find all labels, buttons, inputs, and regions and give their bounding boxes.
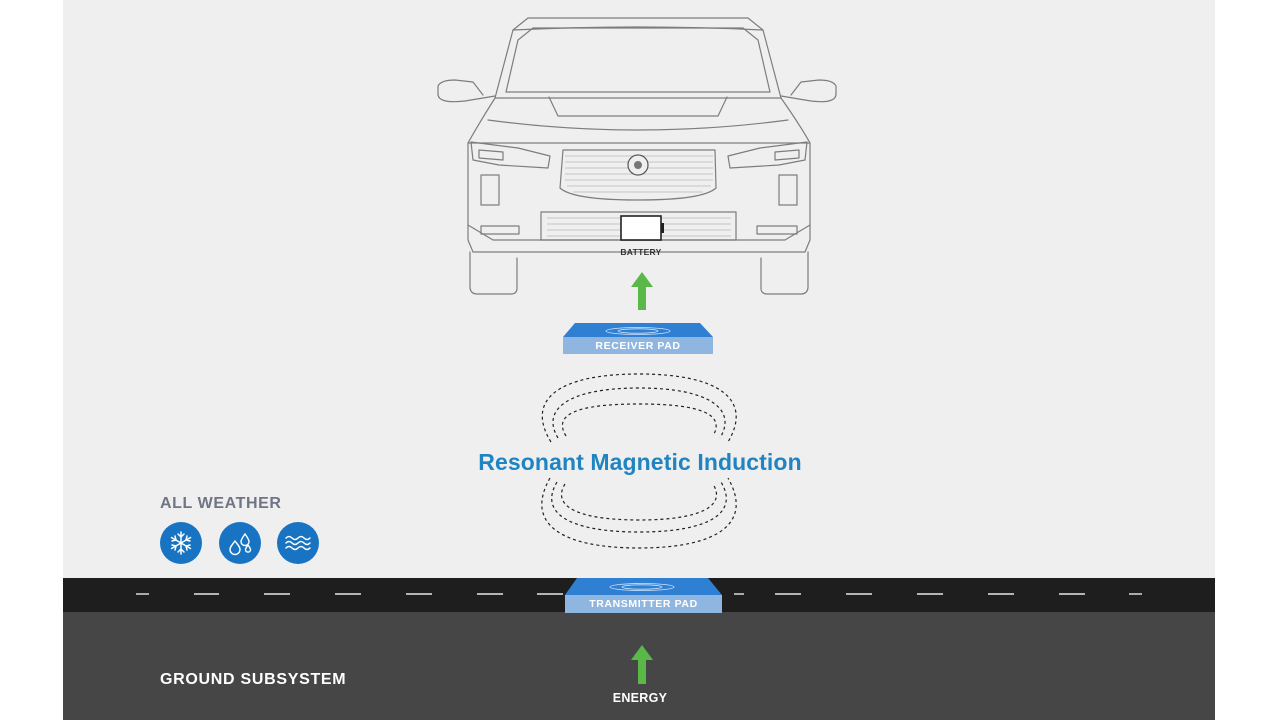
receiver-pad bbox=[563, 323, 713, 354]
diagram-title: Resonant Magnetic Induction bbox=[478, 449, 802, 475]
rain-drops-icon bbox=[219, 522, 261, 564]
magnetic-field-lines bbox=[541, 373, 737, 549]
snowflake-icon bbox=[160, 522, 202, 564]
up-arrow-icon bbox=[631, 272, 653, 310]
transmitter-pad-label: TRANSMITTER PAD bbox=[589, 598, 698, 610]
transmitter-pad bbox=[565, 578, 722, 613]
receiver-pad-label: RECEIVER PAD bbox=[595, 340, 681, 352]
car-illustration bbox=[437, 17, 837, 684]
all-weather-label: ALL WEATHER bbox=[160, 495, 282, 512]
energy-label: ENERGY bbox=[612, 691, 668, 705]
battery-icon bbox=[620, 215, 662, 241]
energy-up-arrow-icon bbox=[631, 645, 653, 684]
ground-subsystem-label: GROUND SUBSYSTEM bbox=[160, 671, 347, 688]
water-waves-icon bbox=[277, 522, 319, 564]
road-lane-markings bbox=[136, 593, 1142, 595]
battery-label: BATTERY bbox=[620, 247, 662, 257]
diagram-canvas: BATTERY RECEIVER PAD TRANSMITTER PAD Res… bbox=[63, 0, 1215, 720]
